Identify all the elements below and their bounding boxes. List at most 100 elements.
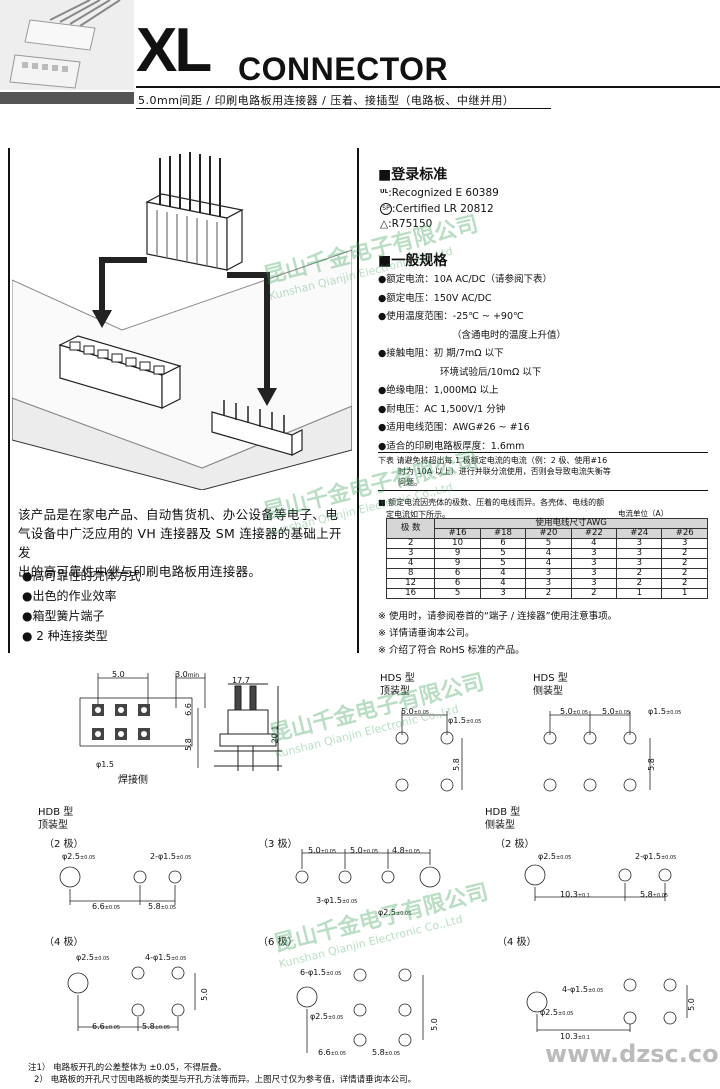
dim-66: 6.6±0.05 <box>92 902 121 911</box>
table-cell: 2 <box>385 538 436 549</box>
subtitle-rule <box>136 108 551 109</box>
table-cell: 4 <box>570 538 618 549</box>
dim-50-s4: 5.0 <box>686 998 696 1011</box>
feature-item: ●高可靠性的壳体方式 <box>22 569 141 583</box>
table-cell: 2 <box>661 568 708 579</box>
dim-phi25-4: φ2.5±0.05 <box>76 953 110 962</box>
hdb-side-2pole-drawing <box>524 864 672 901</box>
table-cell: 5 <box>479 548 527 559</box>
table-cell: 1 <box>661 588 708 599</box>
spec-item: ●接触电阻：初 期/7mΩ 以下 <box>378 348 504 359</box>
dim-phi25-6: φ2.5±0.05 <box>310 1012 344 1021</box>
dim-177: 17.7 <box>232 676 250 685</box>
spec-item: ●额定电流：10A AC/DC（请参阅下表） <box>378 274 553 285</box>
table-cell: 2 <box>570 588 618 599</box>
tuv-triangle-icon: △ <box>380 218 389 230</box>
table-cell: 4 <box>385 558 436 569</box>
spec-list: ●额定电流：10A AC/DC（请参阅下表） ●额定电压：150V AC/DC … <box>378 271 718 456</box>
description-line: 出的高可靠性中继与印刷电路板用连接器。 <box>18 564 262 579</box>
hds-side-dim-58: 5.8 <box>646 758 656 771</box>
hdb-side-title: HDB 型侧装型 <box>485 807 521 831</box>
footnote-2: 2） 电路板的开孔尺寸因电路板的类型与开孔方法等而异。上图尺寸仅为参考值，详情请… <box>34 1075 417 1085</box>
site-url[interactable]: www.dzsc.com <box>545 1040 720 1068</box>
remarks: ※ 使用时，请参阅卷首的“端子 / 连接器”使用注意事项。 ※ 详情请垂询本公司… <box>378 608 617 659</box>
remark-item: ※ 介绍了符合 RoHS 标准的产品。 <box>378 645 525 656</box>
table-header-poles: 极 数 <box>385 518 436 539</box>
table-cell: 3 <box>479 588 527 599</box>
specs-heading: ■一般规格 <box>378 253 448 269</box>
hdb-top-3pole-drawing <box>295 849 441 888</box>
spec-item: ●绝缘电阻：1,000MΩ 以上 <box>378 385 499 396</box>
dim-phi25: φ2.5±0.05 <box>62 852 96 861</box>
table-col-header: #24 <box>616 528 663 539</box>
description-line: 气设备中广泛应用的 VH 连接器及 SM 连接器的基础上开发 <box>18 526 342 560</box>
table-col-header: #26 <box>661 528 708 539</box>
table-cell: 12 <box>385 578 436 589</box>
pole-label: （3 极） <box>258 839 298 850</box>
hds-top-dim-58: 5.8 <box>451 758 461 771</box>
feature-item: ● 2 种连接类型 <box>22 629 108 643</box>
solder-side-label: 焊接侧 <box>118 775 148 786</box>
table-cell: 4 <box>525 548 572 559</box>
table-cell: 4 <box>479 568 527 579</box>
hdb-top-2pole-drawing <box>59 866 182 905</box>
dim-103: 10.3±0.1 <box>560 890 590 899</box>
hds-side-title: HDS 型侧装型 <box>533 673 568 697</box>
table-col-header: #22 <box>570 528 618 539</box>
dim-103-s4: 10.3±0.1 <box>560 1032 590 1041</box>
side-view-drawing <box>214 683 282 771</box>
table-cell: 8 <box>385 568 436 579</box>
dim-58: 5.8±0.05 <box>148 902 177 911</box>
table-cell: 16 <box>385 588 436 599</box>
dim-50a: 5.0±0.05 <box>308 846 337 855</box>
dim-2phi15: 2-φ1.5±0.05 <box>150 852 192 861</box>
current-unit: 电流单位（A） <box>618 509 669 518</box>
table-cell: 2 <box>661 558 708 569</box>
table-cell: 2 <box>661 548 708 559</box>
title-connector: CONNECTOR <box>238 51 449 87</box>
table-cell: 3 <box>616 548 663 559</box>
header-bar <box>0 92 134 104</box>
dim-pitch: 5.0 <box>112 670 125 679</box>
feature-item: ●出色的作业效率 <box>22 589 117 603</box>
title-rule <box>136 86 720 88</box>
dim-50-4: 5.0 <box>199 988 209 1001</box>
cert-item: SP:Certified LR 20812 <box>380 202 499 217</box>
dim-48: 4.8±0.05 <box>392 846 421 855</box>
table-cell: 5 <box>479 558 527 569</box>
connector-photo <box>0 0 134 90</box>
solder-side-drawing <box>79 673 206 768</box>
current-note-2: ■ 额定电流因壳体的极数、压着的电线而异。各壳体、电线的额 定电流如下所示。 <box>378 497 708 521</box>
spec-item: ●适合的印刷电路板厚度：1.6mm <box>378 440 525 452</box>
table-cell: 2 <box>525 588 572 599</box>
feature-item: ●箱型簧片端子 <box>22 609 105 623</box>
pole-label: （2 极） <box>44 839 84 850</box>
table-col-header: #16 <box>434 528 481 539</box>
remark-item: ※ 使用时，请参阅卷首的“端子 / 连接器”使用注意事项。 <box>378 611 618 622</box>
dim-58-6: 5.8±0.05 <box>372 1048 401 1057</box>
hdb-top-title: HDB 型顶装型 <box>38 807 74 831</box>
table-cell: 3 <box>616 538 663 549</box>
pole-label: （4 极） <box>497 937 537 948</box>
spec-item: ●适用电线范围：AWG#26 ~ #16 <box>378 422 530 433</box>
table-cell: 4 <box>525 558 572 569</box>
dim-6phi15: 6-φ1.5±0.05 <box>300 968 342 977</box>
table-cell: 3 <box>385 548 436 559</box>
dim-15: φ1.5 <box>96 760 114 769</box>
note-line: 定电流如下所示。 <box>386 510 450 519</box>
table-cell: 3 <box>525 578 572 589</box>
cert-list: ᵁᴸ:Recognized E 60389 SP:Certified LR 20… <box>380 186 499 232</box>
csa-mark-icon: SP <box>380 203 392 215</box>
dim-phi25-s: φ2.5±0.05 <box>538 852 572 861</box>
dim-66: 6.6 <box>183 703 193 716</box>
hds-side-dim-b: 5.0±0.05 <box>602 707 631 716</box>
table-cell: 10 <box>434 538 481 549</box>
hds-top-title: HDS 型顶装型 <box>380 673 415 697</box>
pole-label: （2 极） <box>495 839 535 850</box>
table-cell: 5 <box>525 538 572 549</box>
